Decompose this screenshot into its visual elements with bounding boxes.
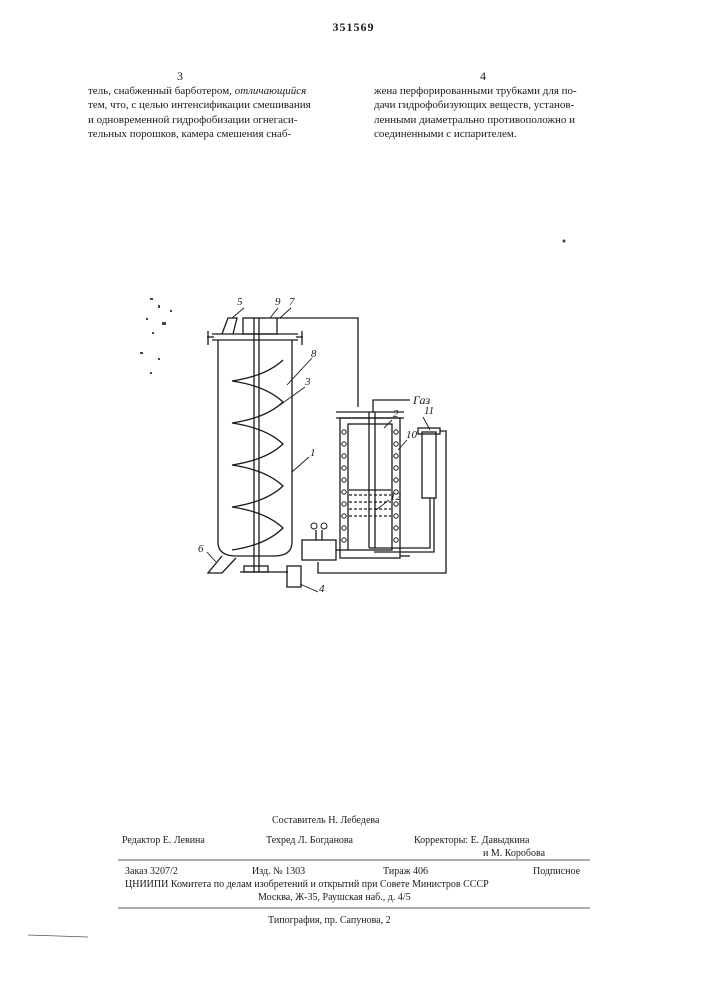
scan-mark [28, 935, 88, 937]
